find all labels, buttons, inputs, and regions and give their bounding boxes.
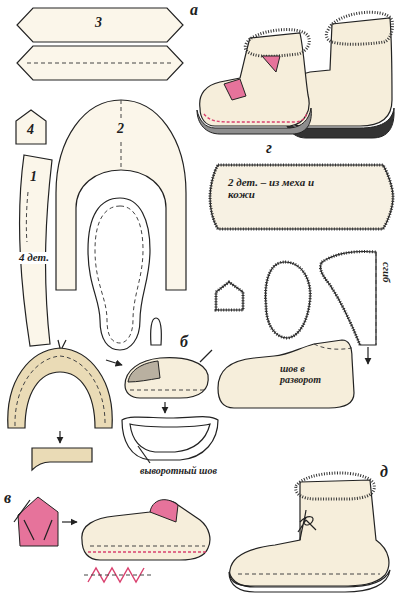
seam-note: выворотный шов	[140, 466, 217, 477]
sewing-step	[130, 390, 204, 391]
sole-pattern	[95, 206, 143, 343]
fur-pattern	[320, 252, 376, 345]
boot-picture	[204, 112, 307, 122]
fur-pattern	[216, 282, 243, 310]
sewing-step	[82, 501, 210, 560]
boot-picture	[296, 473, 375, 499]
fur-pattern	[320, 252, 376, 345]
sewing-step	[130, 424, 210, 452]
fur-pattern-piece: 2 дет. – из меха и кожи	[208, 163, 395, 231]
fur-pattern	[266, 262, 311, 338]
sewing-step	[125, 358, 208, 398]
sewing-step	[106, 360, 122, 365]
sewing-step	[24, 520, 52, 540]
boot-picture	[229, 473, 390, 592]
boot-picture	[326, 12, 392, 44]
sewing-step	[18, 497, 58, 546]
seam-line	[26, 192, 28, 242]
fold-note: сгиб	[380, 262, 392, 283]
sewing-step	[8, 348, 112, 428]
pattern-piece: 4	[14, 108, 48, 146]
step-letter: а	[190, 2, 198, 19]
sewing-step	[122, 417, 218, 460]
fur-edge	[210, 165, 393, 229]
piece-outline	[210, 165, 393, 229]
piece-outline	[56, 100, 186, 290]
piece-outline	[17, 8, 183, 80]
pattern-piece: 1 4 дет.	[6, 152, 56, 348]
part-number: 1	[30, 170, 37, 185]
sewing-step	[32, 448, 92, 470]
part-number: 3	[95, 16, 102, 31]
boot-picture	[262, 56, 280, 72]
seam-line	[27, 63, 173, 64]
boot-picture	[200, 33, 309, 126]
sewing-step	[59, 431, 60, 443]
part-note: 4 дет.	[18, 252, 50, 264]
sewing-step	[150, 500, 178, 522]
sewing-step	[58, 340, 66, 348]
fur-pattern	[266, 262, 311, 338]
piece-outline	[16, 110, 46, 144]
fur-pattern	[216, 282, 243, 310]
pattern-piece: 3	[15, 4, 185, 84]
fur-pattern	[367, 347, 368, 364]
step-letter: в	[4, 490, 11, 507]
sole-pattern	[151, 318, 162, 345]
sole-pattern	[88, 198, 161, 350]
sewing-step	[14, 500, 30, 522]
fur-pattern	[376, 252, 377, 345]
sewing-step	[90, 546, 205, 547]
boot-picture	[197, 108, 311, 134]
boot-picture	[197, 12, 394, 138]
step-letter: б	[180, 334, 188, 351]
boot-picture	[238, 574, 380, 575]
part-note: 2 дет. – из меха и кожи	[228, 177, 340, 200]
part-number: 4	[27, 123, 34, 138]
boot-shape: шов в разворот	[214, 338, 360, 412]
boot-picture	[229, 570, 390, 592]
sewing-step	[14, 497, 210, 582]
sewing-step	[15, 356, 105, 426]
sewing-step	[8, 340, 218, 470]
piece-outline	[218, 340, 354, 408]
boot-picture	[224, 79, 246, 100]
seam-line	[314, 344, 352, 349]
sole-pattern	[88, 198, 150, 350]
sewing-step	[62, 521, 77, 522]
sewing-step	[88, 551, 206, 552]
boot-picture	[298, 510, 316, 540]
sewing-step	[128, 361, 160, 382]
pattern-piece: 2	[55, 98, 187, 292]
sewing-step	[200, 350, 212, 362]
sewing-step	[164, 402, 165, 413]
piece-outline	[20, 155, 52, 346]
sewing-step	[138, 446, 150, 463]
step-letter: д	[380, 464, 388, 481]
part-number: 2	[117, 122, 124, 137]
part-note: шов в разворот	[280, 364, 344, 385]
sewing-step	[84, 575, 152, 576]
boot-picture	[245, 30, 309, 57]
fur-pattern	[216, 252, 376, 364]
step-letter: г	[266, 140, 272, 157]
